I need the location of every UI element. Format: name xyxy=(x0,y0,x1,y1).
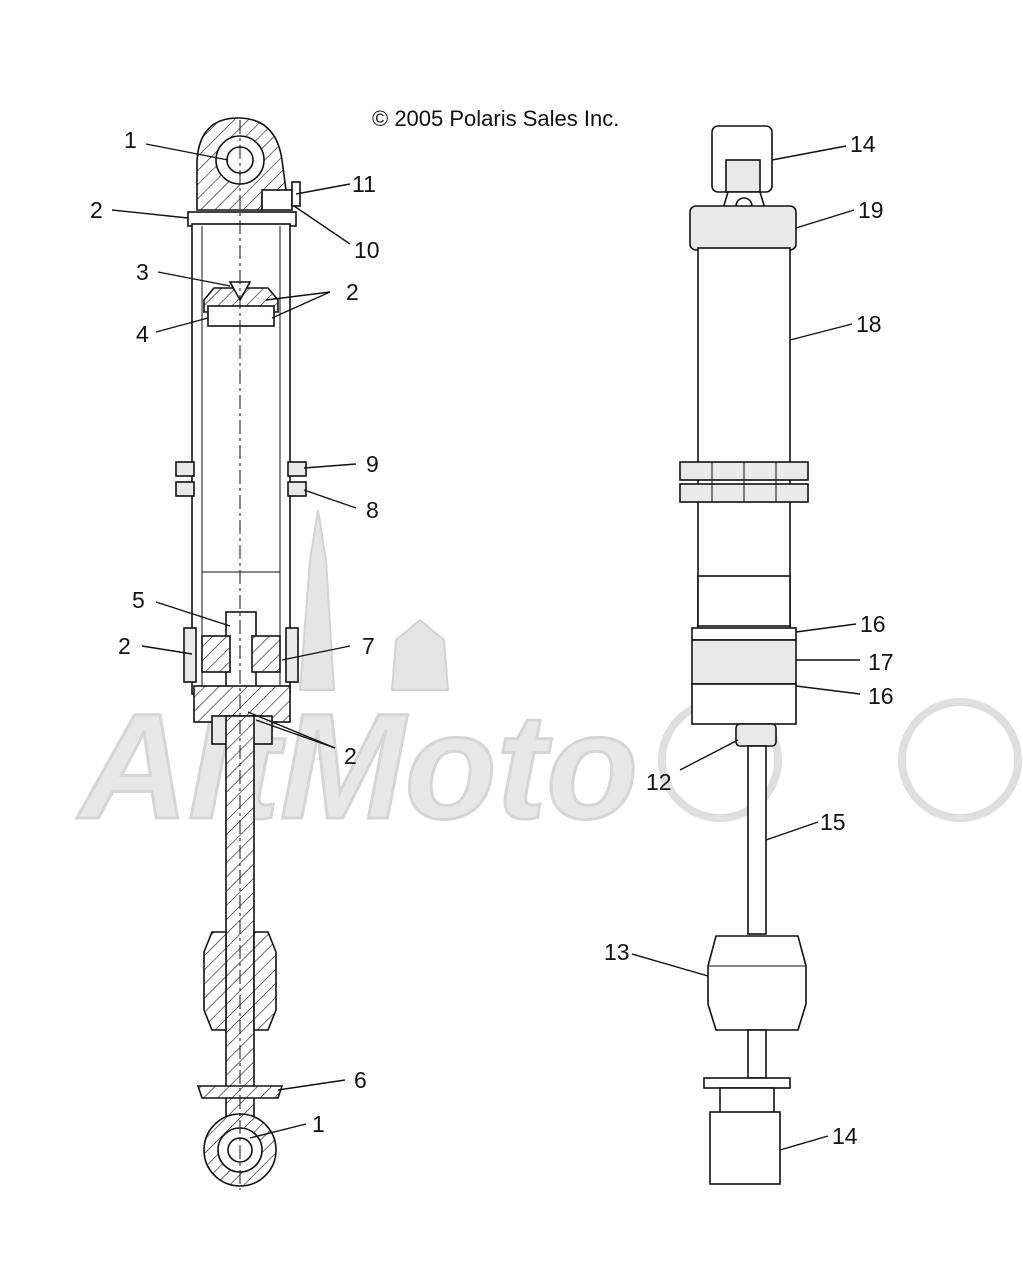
callout-number: 19 xyxy=(858,197,884,223)
callout-number: 5 xyxy=(132,587,145,613)
callout-number: 7 xyxy=(362,633,375,659)
callout-number: 2 xyxy=(344,743,357,769)
bottom-bumper-exterior xyxy=(707,935,807,1031)
seal-left xyxy=(183,627,197,683)
callout-number: 13 xyxy=(604,939,630,965)
band-lower xyxy=(691,683,797,725)
callout-number: 18 xyxy=(856,311,882,337)
decal-area xyxy=(697,575,791,627)
callout-number: 2 xyxy=(90,197,103,223)
callout-number: 14 xyxy=(832,1123,858,1149)
leader-lines xyxy=(111,143,861,1151)
callout-number: 2 xyxy=(118,633,131,659)
callout-number: 10 xyxy=(354,237,380,263)
seal-right xyxy=(285,627,299,683)
shaft-lower xyxy=(747,1029,767,1079)
piston-seal-carrier xyxy=(207,305,275,327)
callout-number: 2 xyxy=(346,279,359,305)
callout-number: 6 xyxy=(354,1067,367,1093)
callout-number: 17 xyxy=(868,649,894,675)
shock-cross-section xyxy=(175,117,307,1190)
bottom-clevis xyxy=(709,1111,781,1185)
seal-nut xyxy=(735,723,777,747)
copyright-notice: © 2005 Polaris Sales Inc. xyxy=(372,106,620,131)
callout-number: 4 xyxy=(136,321,149,347)
band-upper xyxy=(691,627,797,641)
shock-exterior xyxy=(679,125,809,1185)
callout-number: 12 xyxy=(646,769,672,795)
callout-number: 16 xyxy=(868,683,894,709)
callout-number: 1 xyxy=(312,1111,325,1137)
callouts-left: 1 11 2 10 3 2 4 9 8 5 2 7 2 6 1 xyxy=(90,127,380,1137)
callouts-right: 14 19 18 16 17 16 12 15 13 14 xyxy=(604,131,894,1149)
valve-cap xyxy=(261,189,293,211)
bottom-bumper-right xyxy=(253,931,277,1031)
end-cap-ring xyxy=(691,639,797,685)
eyelet-flange xyxy=(196,1085,284,1099)
bottom-bumper-left xyxy=(203,931,227,1031)
callout-number: 3 xyxy=(136,259,149,285)
watermark-logo: AltMoto xyxy=(75,509,1022,852)
piston-right xyxy=(251,635,281,673)
callout-number: 8 xyxy=(366,497,379,523)
collar-right-lower xyxy=(287,481,307,497)
shaft-exterior xyxy=(747,745,767,935)
callout-number: 14 xyxy=(850,131,876,157)
collar-left-lower xyxy=(175,481,195,497)
callout-number: 1 xyxy=(124,127,137,153)
callout-number: 9 xyxy=(366,451,379,477)
piston-left xyxy=(201,635,231,673)
watermark-text: AltMoto xyxy=(76,682,638,850)
callout-number: 16 xyxy=(860,611,886,637)
collar-left-upper xyxy=(175,461,195,477)
callout-number: 15 xyxy=(820,809,846,835)
callout-number: 11 xyxy=(352,171,376,197)
collar-right-upper xyxy=(287,461,307,477)
lower-washer xyxy=(703,1077,791,1089)
lower-spacer xyxy=(719,1087,775,1115)
clevis-insert xyxy=(725,159,761,193)
body-cap-exterior xyxy=(689,205,797,251)
